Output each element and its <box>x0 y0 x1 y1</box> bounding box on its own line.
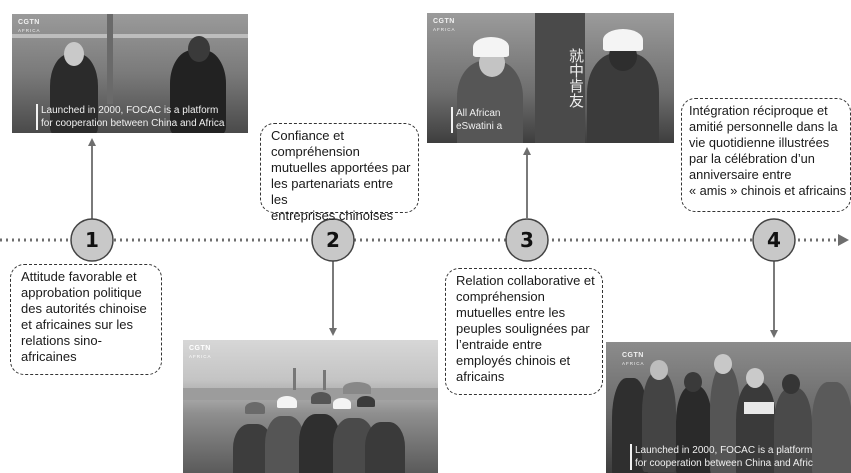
milestone-1-description: Attitude favorable et approbation politi… <box>10 264 162 375</box>
node-1-number: 1 <box>85 228 99 252</box>
photo-engineers-handshake: 就中肯友 CGTN AFRICA All African eSwatini a <box>427 13 674 143</box>
photo-caption: Launched in 2000, FOCAC is a platform fo… <box>36 104 224 130</box>
chinese-sign: 就中肯友 <box>535 13 585 143</box>
cgtn-logo: CGTN AFRICA <box>622 352 645 366</box>
node-3-circle <box>505 218 549 262</box>
photo-birthday-celebration: CGTN AFRICA Launched in 2000, FOCAC is a… <box>606 342 851 473</box>
node-4-number: 4 <box>767 228 781 252</box>
node-2-number: 2 <box>326 228 340 252</box>
milestone-2-description: Confiance et compréhension mutuelles app… <box>260 123 419 223</box>
node-1-circle <box>70 218 114 262</box>
cgtn-logo: CGTN AFRICA <box>189 345 212 359</box>
photo-handshake-officials: CGTN AFRICA Launched in 2000, FOCAC is a… <box>12 14 248 133</box>
node-4-circle <box>752 218 796 262</box>
cgtn-logo: CGTN AFRICA <box>18 19 41 33</box>
cgtn-logo: CGTN AFRICA <box>433 18 456 32</box>
milestone-4-description: Intégration réciproque et amitié personn… <box>681 98 851 212</box>
node-3-number: 3 <box>520 228 534 252</box>
node-2-circle <box>311 218 355 262</box>
photo-caption: All African eSwatini a <box>451 107 502 133</box>
photo-caption: Launched in 2000, FOCAC is a platform fo… <box>630 444 813 470</box>
timeline-arrowhead <box>838 234 849 246</box>
milestone-3-description: Relation collaborative et compréhension … <box>445 268 603 395</box>
photo-workers-group: CGTN AFRICA <box>183 340 438 473</box>
